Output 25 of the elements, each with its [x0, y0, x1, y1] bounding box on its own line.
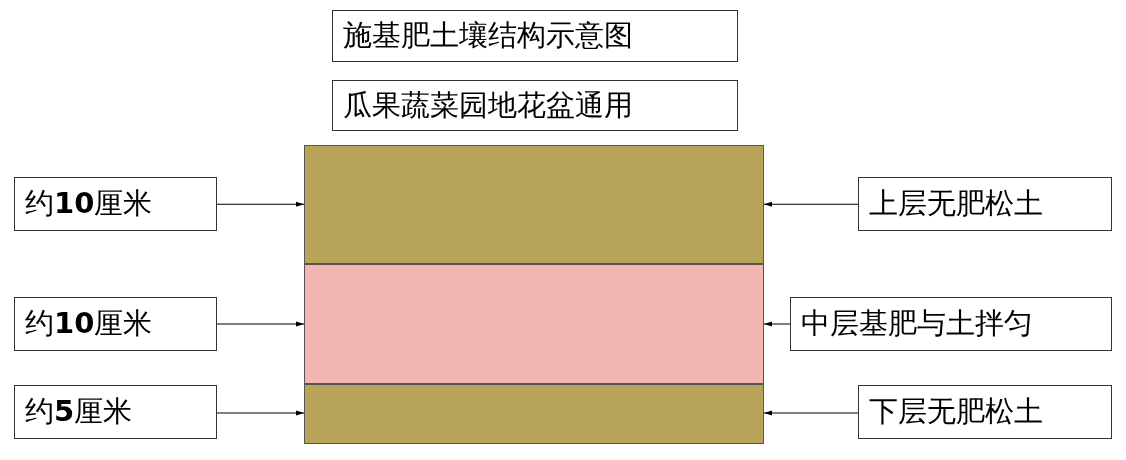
arrow: [763, 321, 791, 327]
label-text: 中层基肥与土拌匀: [801, 305, 1033, 342]
arrow: [763, 201, 859, 207]
subtitle-box: [332, 80, 738, 131]
label-box: [790, 297, 1112, 351]
label-text: 下层无肥松土: [869, 393, 1043, 430]
arrow: [763, 410, 859, 416]
label-box: [14, 297, 217, 351]
label-text: 施基肥土壤结构示意图: [343, 17, 633, 54]
label-box: [14, 177, 217, 231]
label-box: [14, 385, 217, 439]
label-text: 瓜果蔬菜园地花盆通用: [343, 86, 633, 124]
soil-layer: [304, 145, 764, 264]
title-box: [332, 10, 738, 62]
fertilizer-layer: [304, 264, 764, 384]
arrow: [216, 410, 305, 416]
arrow: [216, 201, 305, 207]
label-text: 约5厘米: [25, 393, 133, 430]
label-text: 约10厘米: [25, 305, 153, 342]
label-text: 上层无肥松土: [869, 185, 1043, 222]
soil-layer: [304, 384, 764, 444]
arrow: [216, 321, 305, 327]
label-text: 约10厘米: [25, 185, 153, 222]
label-box: [858, 385, 1112, 439]
label-box: [858, 177, 1112, 231]
